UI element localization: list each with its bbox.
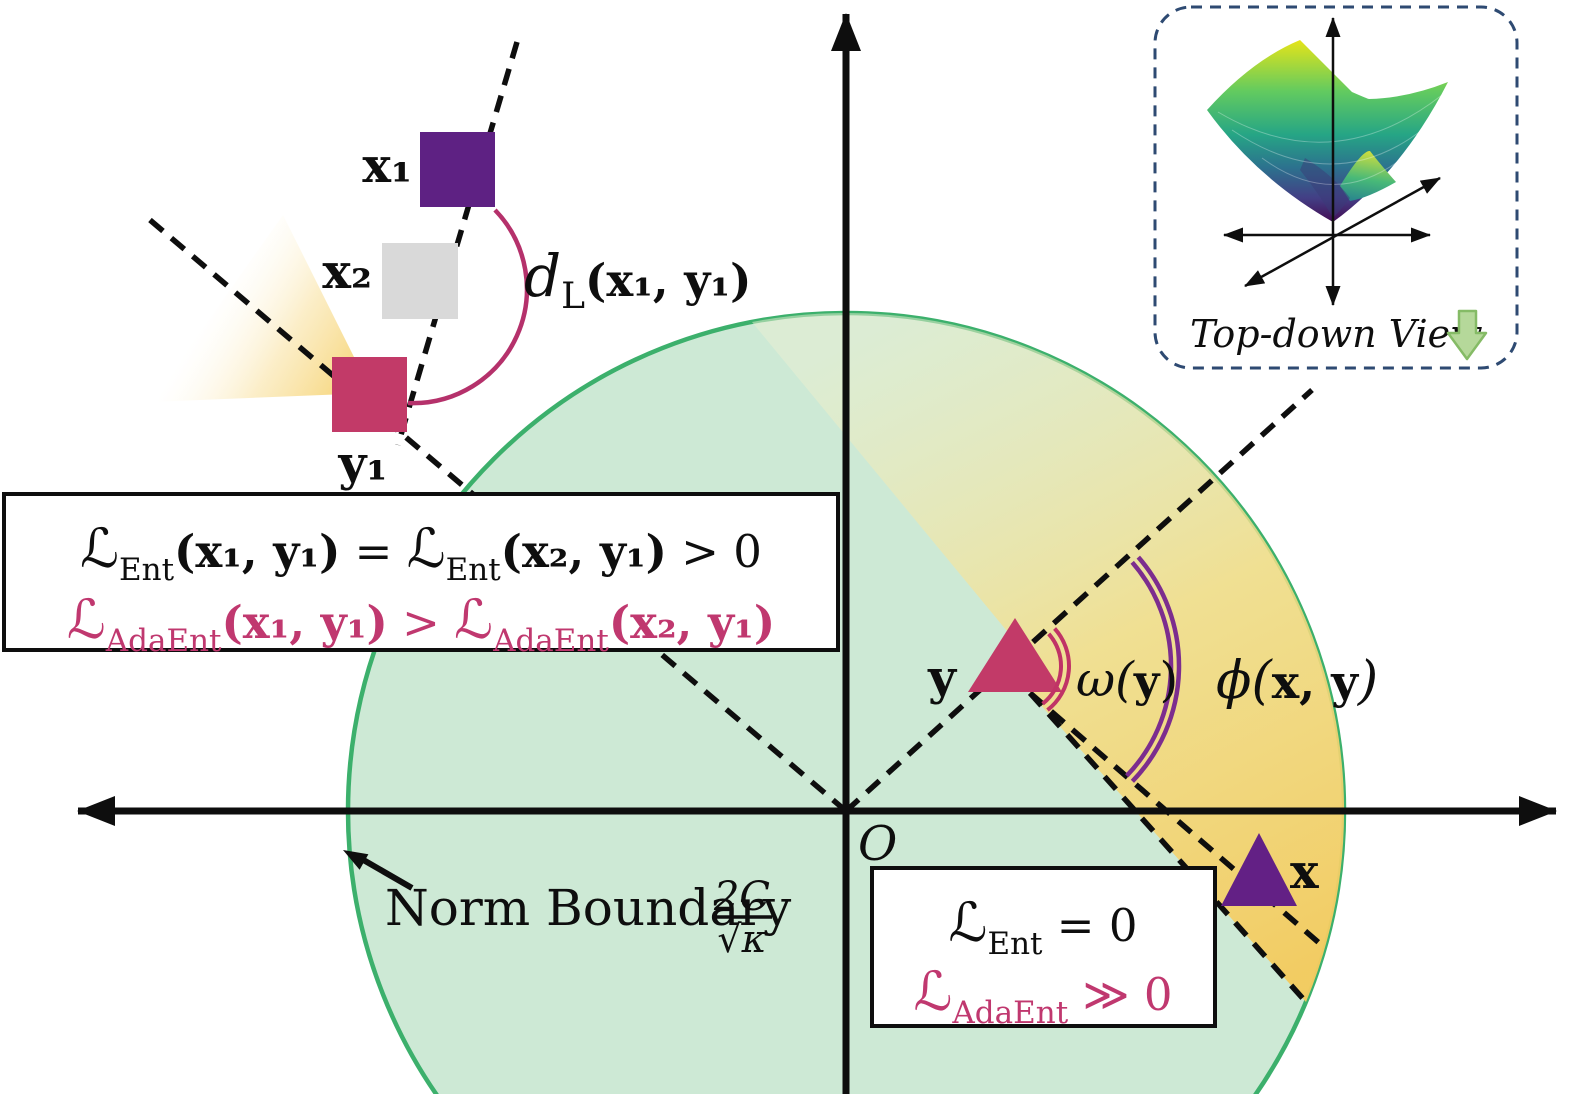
triangle-y — [968, 618, 1062, 692]
inset-y-axis — [1244, 176, 1441, 288]
norm-boundary-fraction: 2C √κ — [712, 874, 772, 961]
adaptive-cone-of-y — [752, 313, 1345, 1003]
cone-of-y1 — [150, 215, 372, 402]
dashed-ray-cone-lower-boundary — [1027, 691, 1309, 1004]
formula-box1-line2: ℒAdaEnt(x₁, y₁) > ℒAdaEnt(x₂, y₁) — [67, 588, 775, 659]
label-y1: y₁ — [338, 436, 388, 492]
phi-arc — [1125, 555, 1182, 783]
triangle-x — [1221, 833, 1297, 906]
formula-box2-line1: ℒEnt = 0 — [949, 891, 1138, 962]
svg-text:2C: 2C — [713, 874, 770, 920]
label-x: x — [1290, 844, 1319, 900]
square-x1 — [420, 132, 495, 207]
label-x2: x₂ — [322, 244, 372, 300]
square-y1 — [332, 357, 407, 432]
dashed-ray-origin-through-y — [844, 387, 1314, 814]
omega-arc — [1041, 627, 1071, 712]
distance-arc — [407, 208, 530, 406]
formula-box-2 — [870, 866, 1217, 1028]
label-phi: ϕ(x, y) — [1216, 651, 1378, 711]
label-norm-boundary: Norm Boundary — [385, 879, 792, 937]
square-x2 — [382, 243, 458, 319]
formula-box2-line2: ℒAdaEnt ≫ 0 — [913, 960, 1172, 1031]
inset-caption: Top-down View — [1190, 312, 1483, 356]
formula-box1-line1: ℒEnt(x₁, y₁) = ℒEnt(x₂, y₁) > 0 — [80, 517, 762, 588]
label-y: y — [927, 650, 958, 706]
svg-text:√κ: √κ — [717, 917, 766, 961]
norm-boundary-arrow — [343, 850, 414, 891]
formula-box-1 — [2, 492, 840, 652]
down-arrow-icon — [1446, 309, 1488, 361]
label-distance: dL(x₁, y₁) — [524, 242, 751, 317]
label-x1: x₁ — [362, 138, 412, 194]
label-omega: ω(y) — [1076, 652, 1178, 708]
inset-top-down-view: Top-down View — [1153, 5, 1519, 370]
label-origin: O — [858, 816, 897, 872]
